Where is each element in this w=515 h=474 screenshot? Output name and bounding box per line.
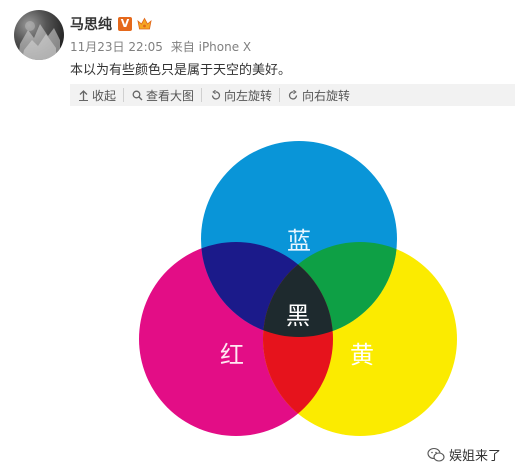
center-overlap xyxy=(263,242,333,337)
rotate-left-label: 向左旋转 xyxy=(224,88,273,103)
rotate-right-label: 向右旋转 xyxy=(302,88,351,103)
avatar-image xyxy=(18,21,60,60)
rotate-left-icon xyxy=(211,89,221,100)
user-name[interactable]: 马思纯 xyxy=(70,17,112,33)
post-timestamp[interactable]: 11月23日 22:05 xyxy=(70,40,163,54)
collapse-button[interactable]: 收起 xyxy=(70,88,123,103)
post-text: 本以为有些颜色只是属于天空的美好。 xyxy=(70,63,292,78)
source-device[interactable]: iPhone X xyxy=(198,40,252,54)
post-meta: 11月23日 22:05 来自 iPhone X xyxy=(70,38,251,55)
source-prefix: 来自 xyxy=(170,40,195,54)
label-red: 红 xyxy=(220,341,244,369)
rotate-left-button[interactable]: 向左旋转 xyxy=(201,88,279,103)
wechat-icon xyxy=(427,447,445,462)
image-toolbar: 收起 查看大图 向左旋转 向右旋转 xyxy=(70,84,515,106)
label-yellow: 黄 xyxy=(350,341,374,369)
post-image[interactable]: 蓝 红 黄 黑 娱姐来了 xyxy=(70,106,515,474)
rotate-right-icon xyxy=(288,89,298,100)
collapse-label: 收起 xyxy=(92,88,117,103)
arrow-up-icon xyxy=(79,89,88,101)
avatar[interactable] xyxy=(14,10,64,60)
view-large-label: 查看大图 xyxy=(146,88,195,103)
label-blue: 蓝 xyxy=(287,227,311,255)
user-row: 马思纯 V xyxy=(70,14,152,34)
rotate-right-button[interactable]: 向右旋转 xyxy=(279,88,357,103)
label-black: 黑 xyxy=(286,302,310,330)
crown-icon xyxy=(137,17,152,30)
search-icon xyxy=(132,90,143,100)
color-venn-diagram: 蓝 红 黄 黑 xyxy=(139,141,457,436)
watermark-text: 娱姐来了 xyxy=(448,449,501,464)
view-large-button[interactable]: 查看大图 xyxy=(123,88,201,103)
verified-badge-icon: V xyxy=(118,17,132,31)
watermark: 娱姐来了 xyxy=(427,445,501,464)
